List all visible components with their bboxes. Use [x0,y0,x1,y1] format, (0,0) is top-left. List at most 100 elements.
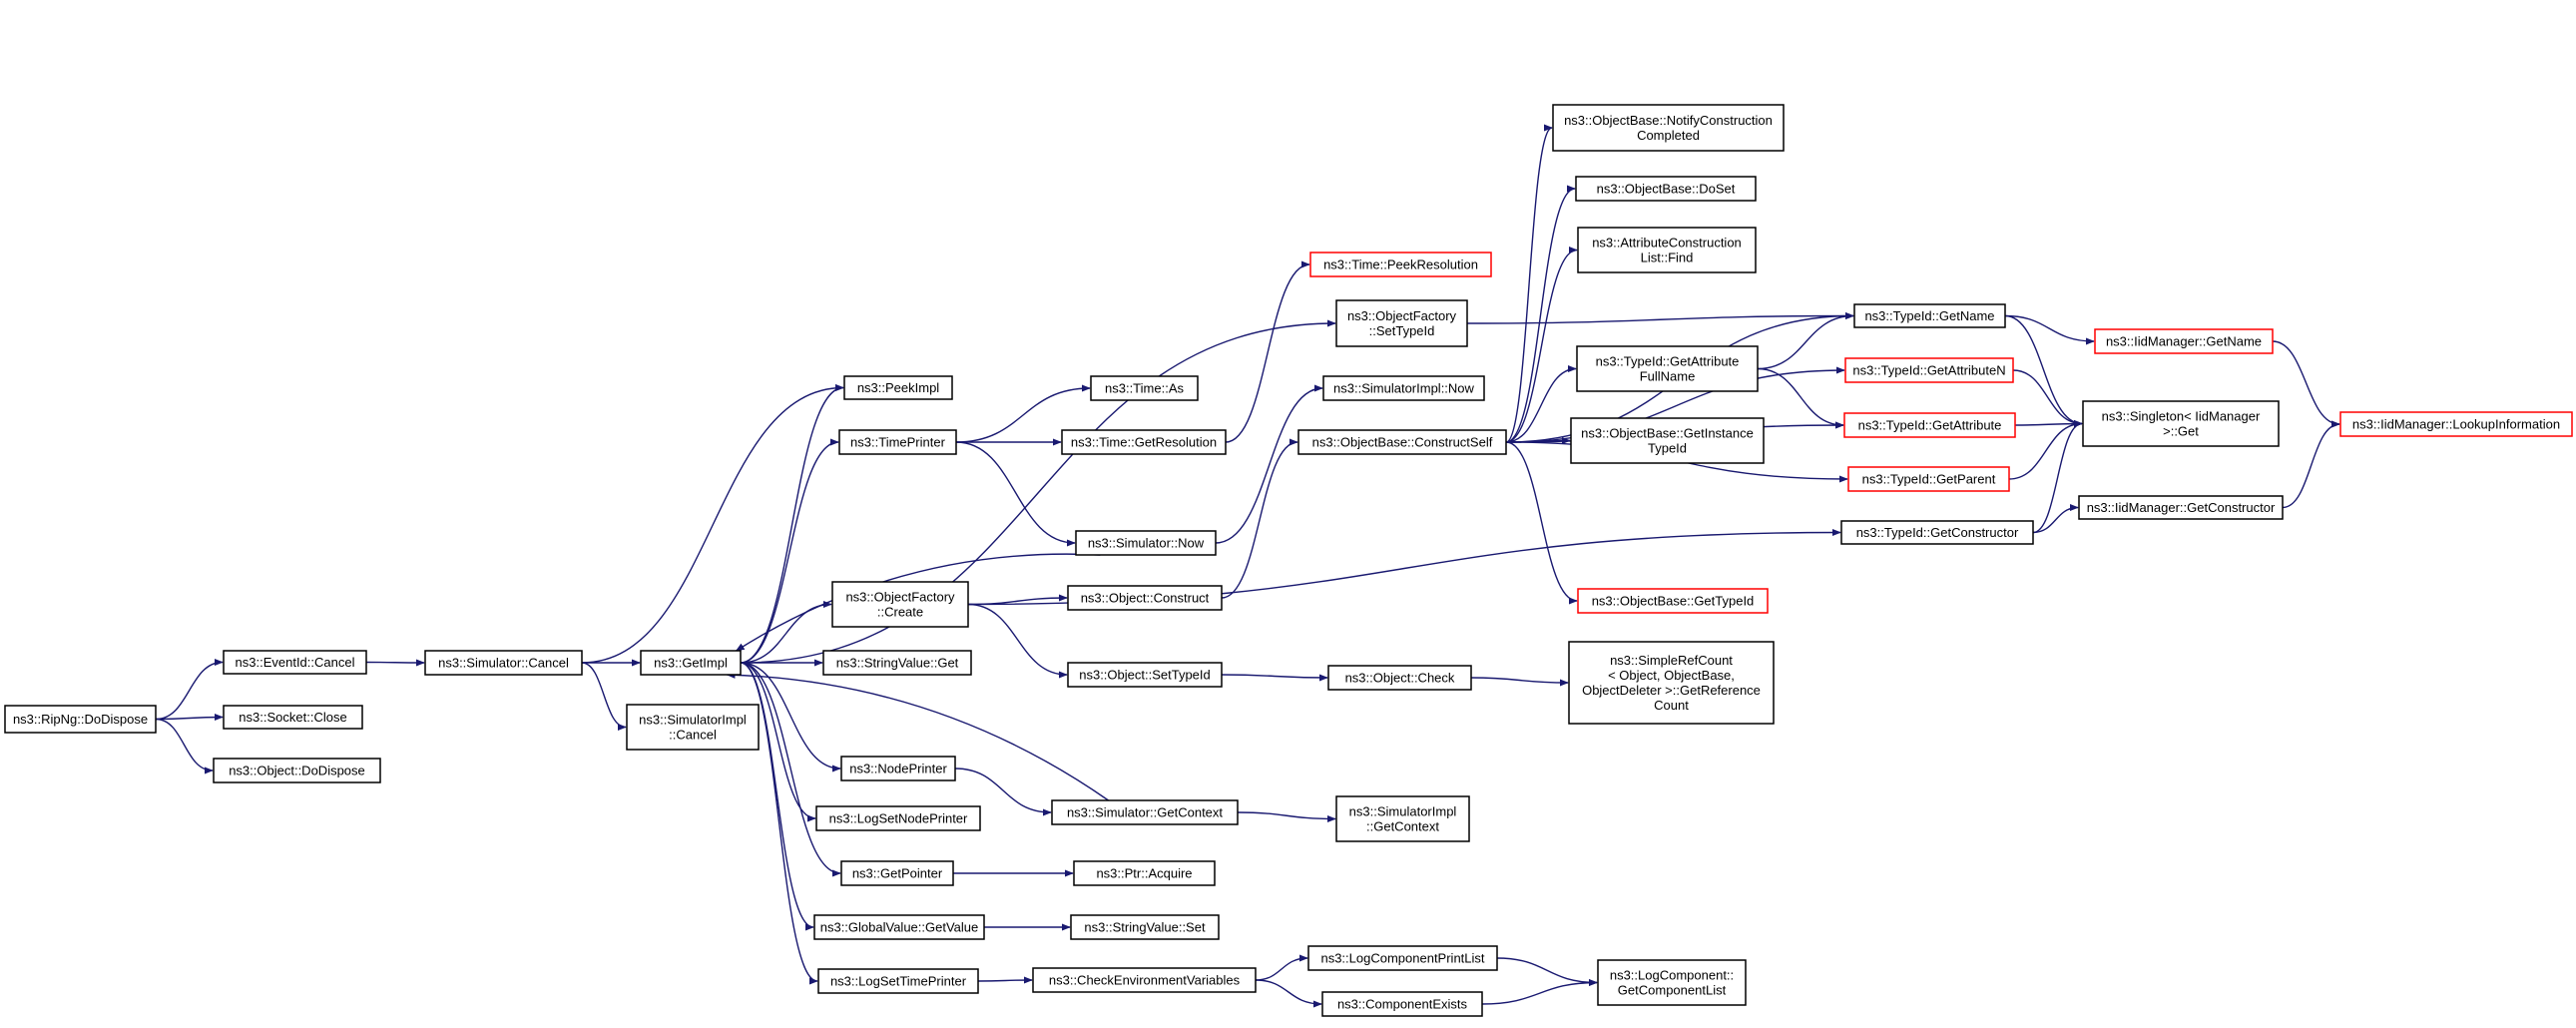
edge-sim_cancel-to-peekimpl [581,383,844,664]
edge-dodispose-to-object_dodispose [155,718,214,774]
node-obj_settypeid[interactable]: ns3::Object::SetTypeId [1067,662,1223,688]
node-ob_doset[interactable]: ns3::ObjectBase::DoSet [1575,176,1757,202]
node-label: ns3::ObjectBase::ConstructSelf [1312,435,1493,450]
node-label: ns3::TypeId::GetConstructor [1856,525,2019,540]
node-sim_cancel[interactable]: ns3::Simulator::Cancel [424,650,583,676]
node-box [223,650,367,675]
edge-tid_getparent-to-singleton_get [2008,419,2083,480]
node-box [815,805,981,831]
node-box [213,758,381,783]
edge-sim_cancel-to-simimpl_cancel [581,662,627,732]
edge-checkenv-to-compexists [1255,979,1322,1008]
node-iid_getconstructor[interactable]: ns3::IidManager::GetConstructor [2078,495,2284,520]
node-label: ns3::GetImpl [654,656,728,671]
node-label: ns3::GlobalValue::GetValue [820,920,979,935]
node-label: ns3::RipNg::DoDispose [13,712,148,727]
node-label: ns3::CheckEnvironmentVariables [1049,973,1241,988]
edge-of_settypeid-to-tid_getname [1466,311,1854,324]
node-of_create[interactable]: ns3::ObjectFactory::Create [831,581,969,628]
node-label: ns3::ObjectBase::DoSet [1597,182,1736,197]
edge-getimpl-to-gv_getvalue [740,662,814,931]
node-simimpl_getcontext[interactable]: ns3::SimulatorImpl::GetContext [1335,795,1470,842]
edge-getimpl-to-nodeprinter [740,662,841,772]
node-box [817,968,979,994]
node-ob_notify[interactable]: ns3::ObjectBase::NotifyConstructionCompl… [1552,104,1785,152]
edge-logsettimeprinter-to-checkenv [977,976,1033,984]
node-label: ns3::EventId::Cancel [236,655,355,670]
node-singleton_get[interactable]: ns3::Singleton< IidManager>::Get [2082,400,2280,447]
node-tid_getattributen[interactable]: ns3::TypeId::GetAttributeN [1844,357,2014,383]
edge-getimpl-to-logsetnodeprinter [740,662,816,822]
edge-logcompprintlist-to-logcomp_getlist [1496,957,1598,987]
node-logsetnodeprinter[interactable]: ns3::LogSetNodePrinter [815,805,981,831]
edge-sim_getcontext-to-getimpl [726,671,1109,801]
node-gv_getvalue[interactable]: ns3::GlobalValue::GetValue [813,914,985,940]
node-box [1844,357,2014,383]
node-object_dodispose[interactable]: ns3::Object::DoDispose [213,758,381,783]
node-sim_now[interactable]: ns3::Simulator::Now [1075,530,1217,556]
node-getimpl[interactable]: ns3::GetImpl [640,650,742,676]
node-tid_getattribute[interactable]: ns3::TypeId::GetAttribute [1843,412,2016,438]
node-nodeprinter[interactable]: ns3::NodePrinter [840,756,956,781]
node-box [1327,665,1472,691]
node-tid_getname[interactable]: ns3::TypeId::GetName [1853,303,2006,328]
node-label: ns3::Object::Check [1345,671,1455,686]
node-tid_getparent[interactable]: ns3::TypeId::GetParent [1847,466,2010,492]
node-dodispose: ns3::RipNg::DoDispose [4,705,157,734]
node-timeprinter[interactable]: ns3::TimePrinter [838,429,957,455]
node-of_settypeid[interactable]: ns3::ObjectFactory::SetTypeId [1335,299,1468,347]
node-eventid_cancel[interactable]: ns3::EventId::Cancel [223,650,367,675]
node-simimpl_cancel[interactable]: ns3::SimulatorImpl::Cancel [626,704,760,751]
edge-obj_check-to-simplerefcount [1470,677,1569,687]
node-box [2339,411,2573,437]
node-label: ns3::Object::Construct [1081,591,1210,606]
edge-tid_getconstructor-to-singleton_get [2032,419,2083,534]
node-ob_gettypeid[interactable]: ns3::ObjectBase::GetTypeId [1577,588,1769,614]
node-stringvalue_set[interactable]: ns3::StringValue::Set [1070,914,1220,940]
node-socket_close[interactable]: ns3::Socket::Close [223,705,363,730]
node-box [1032,967,1257,993]
node-label: ns3::ObjectBase::NotifyConstruction [1564,113,1773,128]
node-box [1075,530,1217,556]
node-label: ns3::SimulatorImpl [639,713,747,728]
node-obj_check[interactable]: ns3::Object::Check [1327,665,1472,691]
node-label: ns3::PeekImpl [857,380,939,395]
node-compexists[interactable]: ns3::ComponentExists [1321,991,1483,1017]
node-iid_lookupinfo[interactable]: ns3::IidManager::LookupInformation [2339,411,2573,437]
node-sim_getcontext[interactable]: ns3::Simulator::GetContext [1051,799,1239,825]
node-iid_getname[interactable]: ns3::IidManager::GetName [2094,328,2274,354]
node-box [822,650,972,676]
node-stringvalue_get[interactable]: ns3::StringValue::Get [822,650,972,676]
node-logcomp_getlist[interactable]: ns3::LogComponent::GetComponentList [1597,959,1747,1006]
node-time_as[interactable]: ns3::Time::As [1090,375,1199,401]
edge-dodispose-to-socket_close [155,713,224,722]
node-box [1570,417,1765,464]
node-tid_getconstructor[interactable]: ns3::TypeId::GetConstructor [1840,520,2034,545]
node-label: ns3::Singleton< IidManager [2102,409,2261,424]
node-box [1576,345,1759,392]
node-logcompprintlist[interactable]: ns3::LogComponentPrintList [1307,945,1498,971]
node-label: ns3::IidManager::GetName [2106,334,2262,349]
node-time_peekres[interactable]: ns3::Time::PeekResolution [1309,252,1492,277]
node-getpointer[interactable]: ns3::GetPointer [840,860,954,886]
node-ptr_acquire[interactable]: ns3::Ptr::Acquire [1073,860,1216,886]
node-checkenv[interactable]: ns3::CheckEnvironmentVariables [1032,967,1257,993]
node-ob_constructself[interactable]: ns3::ObjectBase::ConstructSelf [1297,429,1507,455]
node-simplerefcount[interactable]: ns3::SimpleRefCount< Object, ObjectBase,… [1568,641,1775,725]
node-time_getres[interactable]: ns3::Time::GetResolution [1061,429,1227,455]
node-obj_construct[interactable]: ns3::Object::Construct [1067,585,1223,611]
node-box [640,650,742,676]
node-label: ns3::TimePrinter [850,435,946,450]
node-peekimpl[interactable]: ns3::PeekImpl [843,375,953,400]
node-label: ns3::StringValue::Get [836,656,959,671]
node-simimpl_now[interactable]: ns3::SimulatorImpl::Now [1322,375,1485,401]
node-box [1309,252,1492,277]
node-logsettimeprinter[interactable]: ns3::LogSetTimePrinter [817,968,979,994]
edge-tid_getattrfullname-to-tid_getname [1757,311,1854,370]
node-label: ns3::StringValue::Set [1084,920,1206,935]
node-box [1067,585,1223,611]
